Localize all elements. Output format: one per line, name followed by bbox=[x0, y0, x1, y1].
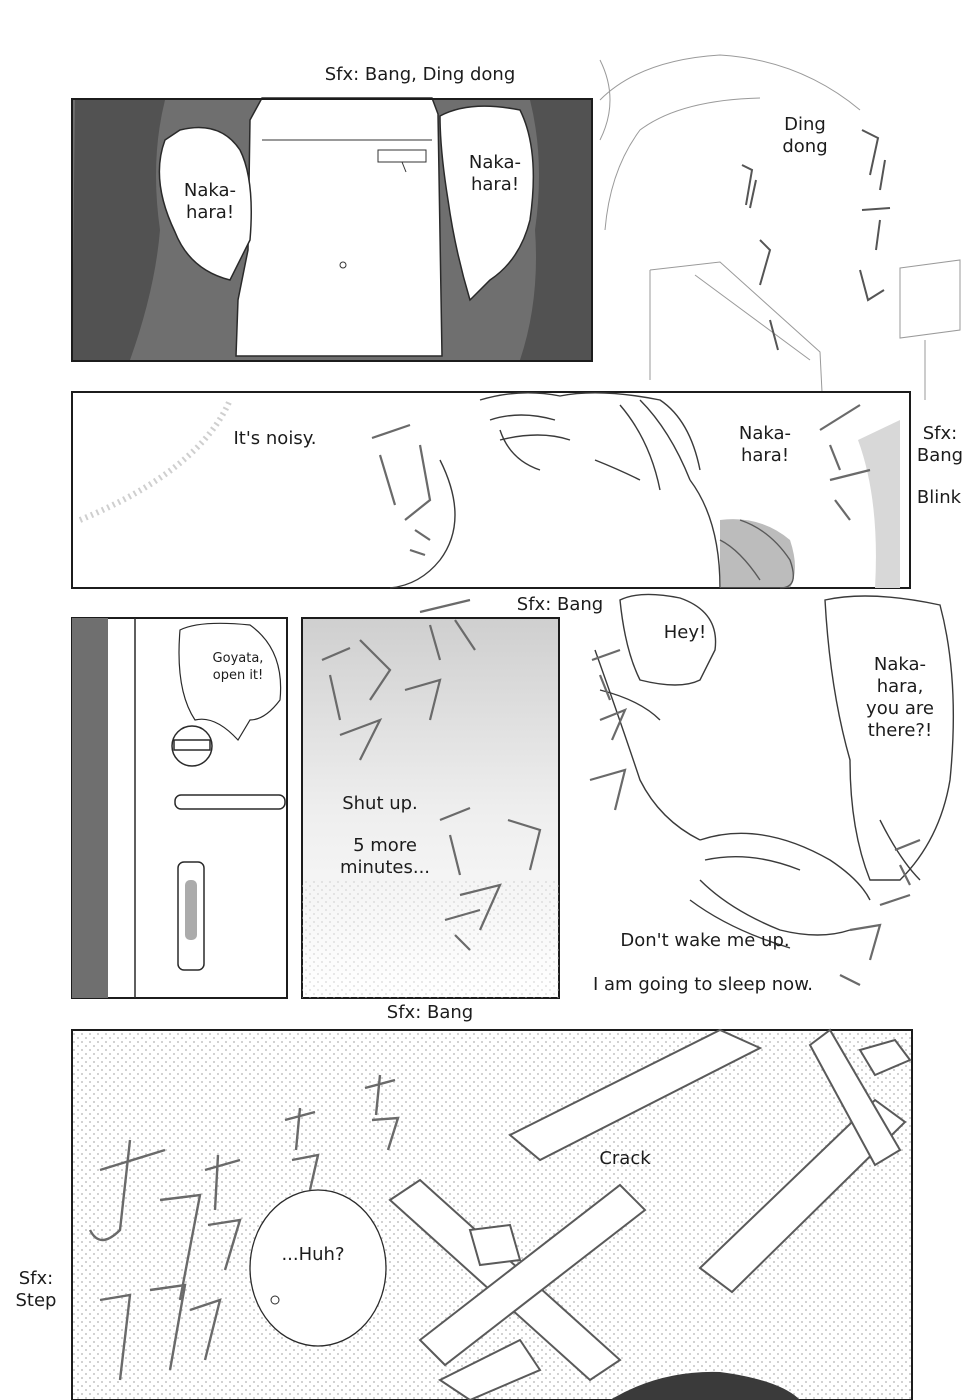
panel-1 bbox=[71, 97, 593, 362]
bubble-line: hara, bbox=[876, 676, 924, 697]
its-noisy-text: It's noisy. bbox=[233, 428, 317, 449]
bubble-line: Naka- bbox=[183, 180, 237, 201]
panel-3b bbox=[301, 617, 560, 999]
caption-line: dong bbox=[782, 136, 828, 157]
ding-dong-caption: Ding dong bbox=[765, 114, 845, 158]
sfx-zuru bbox=[371, 404, 871, 557]
shut-up-text: Shut up. bbox=[342, 793, 418, 814]
nakahara-there-bubble: Naka- hara, you are there?! bbox=[850, 654, 950, 742]
bubble-line: you are bbox=[866, 698, 934, 719]
caption-line: Sfx: bbox=[922, 423, 958, 444]
bubble-line: Naka- bbox=[468, 152, 522, 173]
bubble-line: hara! bbox=[470, 174, 520, 195]
caption-line: Sfx: bbox=[18, 1268, 54, 1289]
bubble-line: Goyata, bbox=[212, 651, 264, 666]
goyata-bubble: Goyata, open it! bbox=[198, 650, 278, 684]
text-line: 5 more bbox=[353, 835, 417, 856]
sfx-top-caption: Sfx: Bang, Ding dong bbox=[324, 64, 516, 85]
panel-5 bbox=[71, 1028, 913, 1400]
sfx-step-caption: Sfx: Step bbox=[6, 1268, 66, 1312]
blink-caption: Blink bbox=[916, 487, 962, 508]
panel-2 bbox=[71, 391, 911, 589]
panel1-left-bubble: Naka- hara! bbox=[170, 180, 250, 224]
caption-line: Step bbox=[15, 1290, 57, 1311]
going-to-sleep-text: I am going to sleep now. bbox=[593, 974, 813, 995]
text-line: minutes... bbox=[339, 857, 431, 878]
sfx-bang-bottom-caption: Sfx: Bang bbox=[386, 1002, 474, 1023]
panel-4 bbox=[594, 593, 955, 949]
caption-line: Bang bbox=[916, 445, 964, 466]
hey-bubble: Hey! bbox=[663, 622, 707, 643]
bubble-line: there?! bbox=[867, 720, 933, 741]
bubble-line: hara! bbox=[740, 445, 790, 466]
dont-wake-text: Don't wake me up. bbox=[620, 930, 790, 951]
sfx-bang-mid-caption: Sfx: Bang bbox=[516, 594, 604, 615]
sfx-dodon bbox=[321, 598, 542, 951]
sfx-bang-side-caption: Sfx: Bang bbox=[910, 423, 970, 467]
panel1-right-bubble: Naka- hara! bbox=[455, 152, 535, 196]
sfx-pinpon bbox=[741, 129, 891, 351]
huh-bubble: ...Huh? bbox=[281, 1244, 345, 1265]
crack-caption: Crack bbox=[599, 1148, 651, 1169]
five-more-minutes-text: 5 more minutes... bbox=[330, 835, 440, 879]
bubble-line: Naka- bbox=[873, 654, 927, 675]
caption-line: Ding bbox=[784, 114, 826, 135]
bubble-line: open it! bbox=[212, 668, 264, 683]
sfx-zuka bbox=[88, 1074, 400, 1381]
panel-3a bbox=[71, 617, 288, 999]
sfx-zun bbox=[589, 648, 921, 986]
bubble-line: Naka- bbox=[738, 423, 792, 444]
bubble-line: hara! bbox=[185, 202, 235, 223]
sketch-lines bbox=[599, 54, 961, 400]
panel2-nakahara-bubble: Naka- hara! bbox=[725, 423, 805, 467]
